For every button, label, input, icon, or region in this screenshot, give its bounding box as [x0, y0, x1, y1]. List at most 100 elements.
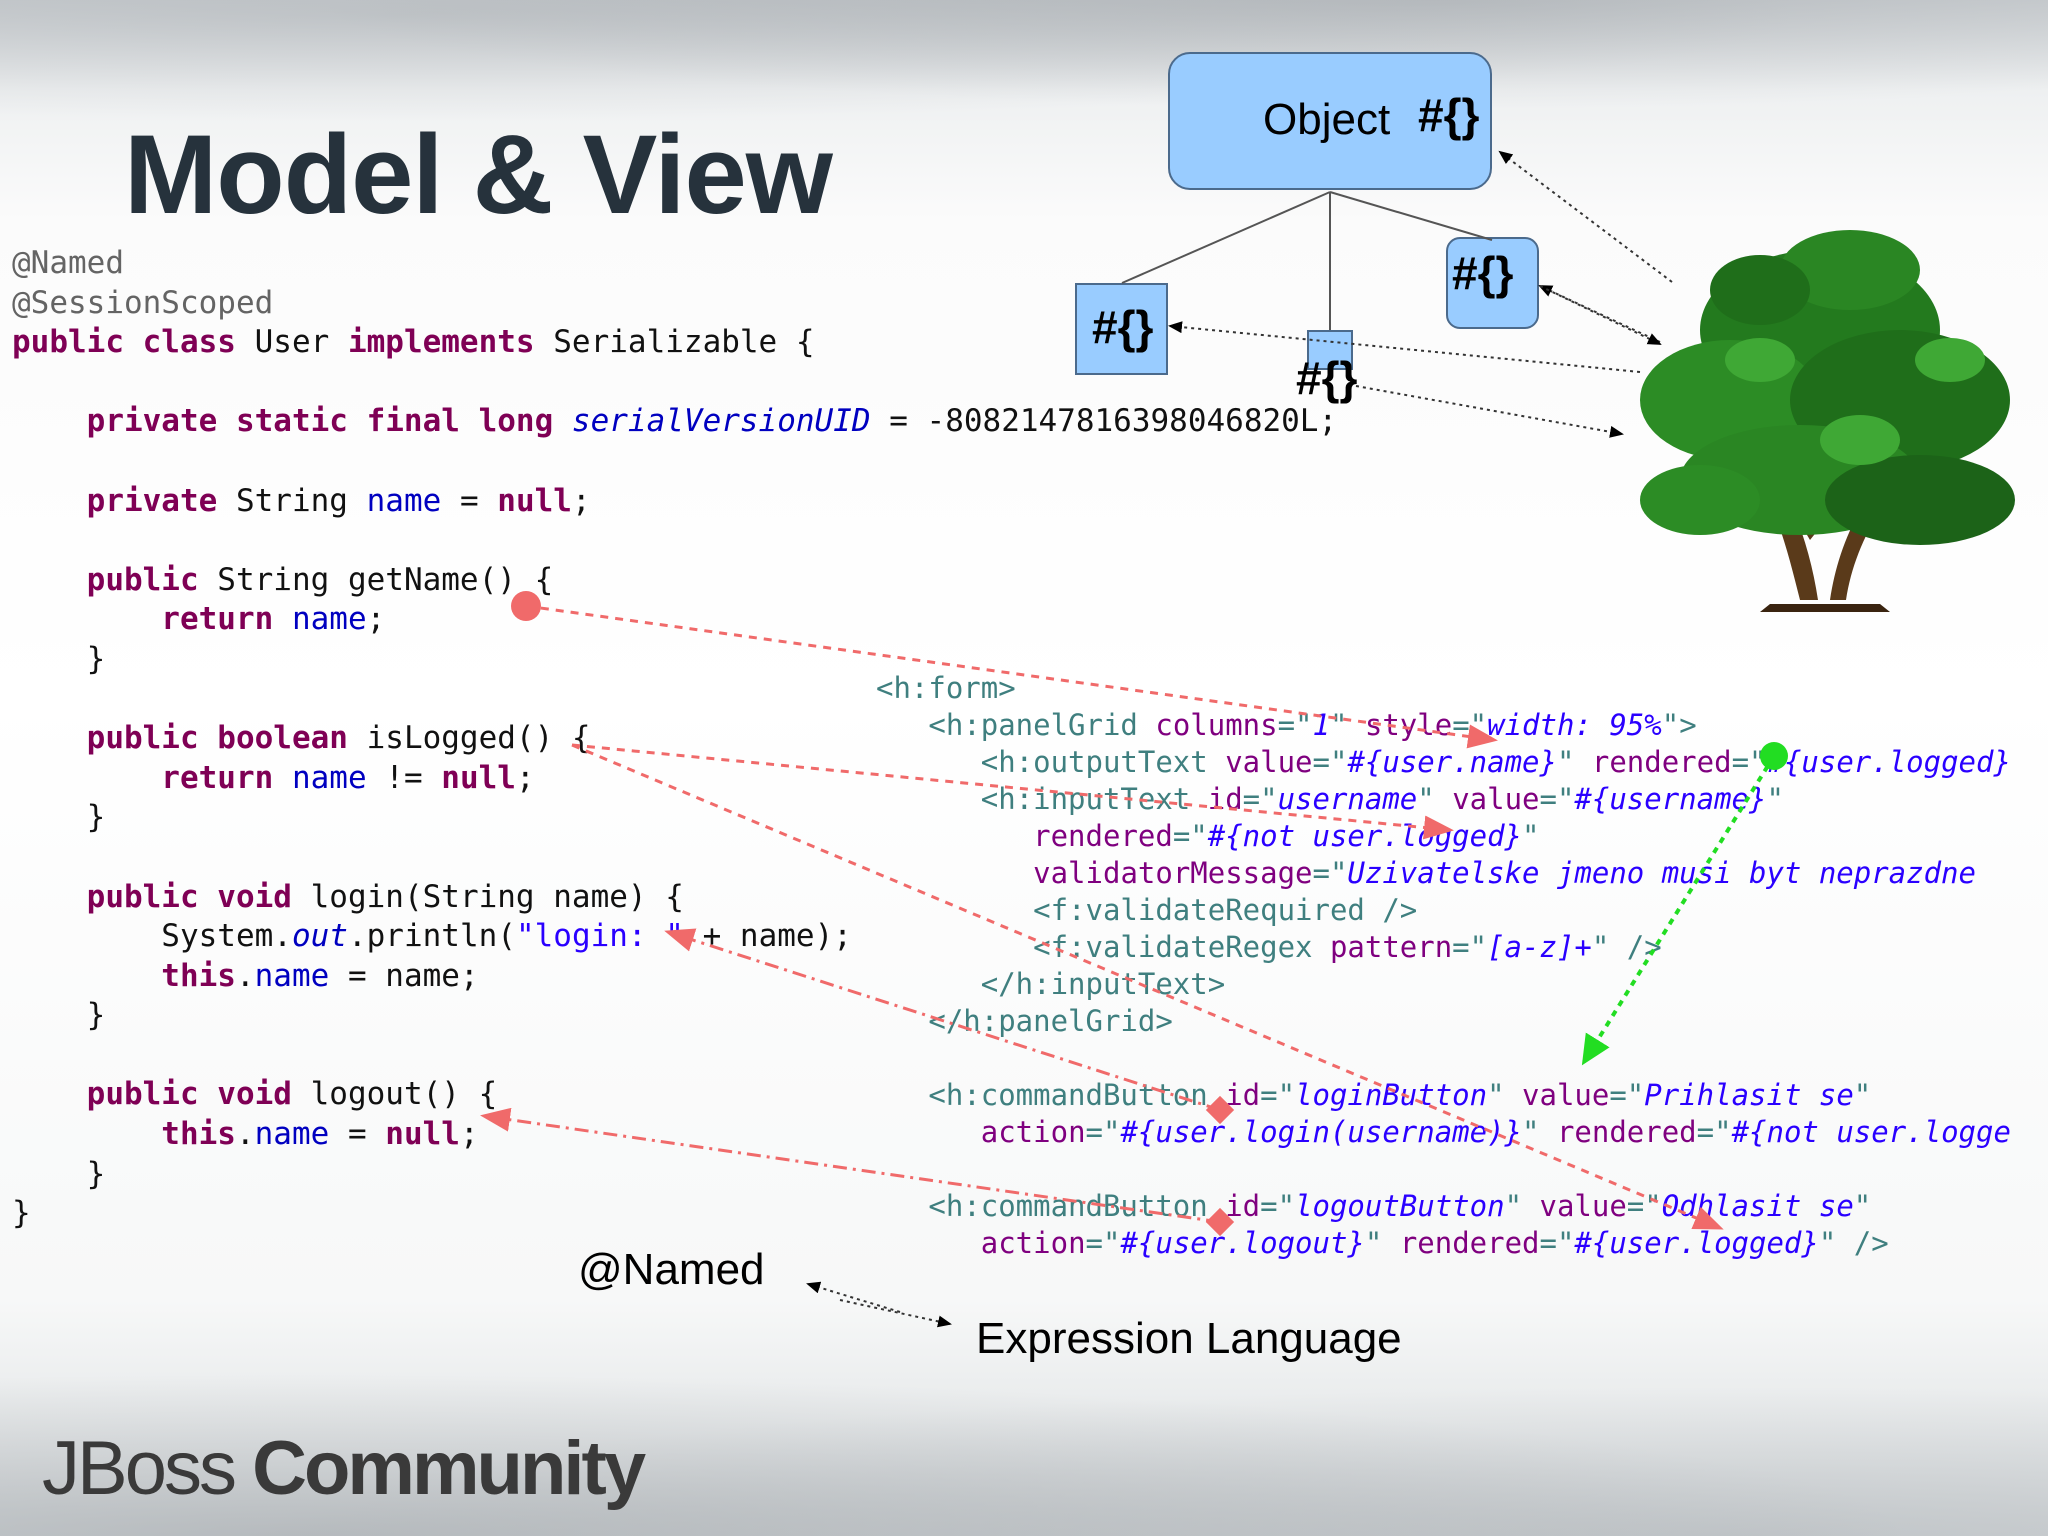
code-token: name — [254, 1116, 330, 1153]
code-token: <f:validateRequired /> — [876, 893, 1418, 927]
tree-icon — [1640, 230, 2015, 612]
code-line: } — [12, 1195, 31, 1232]
code-token: =" — [1696, 1115, 1732, 1149]
code-line: <h:commandButton id="loginButton" value=… — [876, 1077, 2011, 1114]
jsf-code-block: <h:form> <h:panelGrid columns="1" style=… — [876, 670, 2011, 1262]
code-token: out — [291, 918, 348, 955]
code-token: <h:form> — [876, 671, 1016, 705]
code-token: =" — [1609, 1078, 1645, 1112]
code-token: pattern — [1329, 930, 1453, 964]
code-token: =" — [1539, 1226, 1575, 1260]
object-el-symbol: #{} — [1418, 89, 1480, 141]
code-line: </h:panelGrid> — [876, 1003, 2011, 1040]
code-token: action — [980, 1226, 1086, 1260]
code-token: System. — [12, 918, 292, 955]
code-line: private static final long serialVersionU… — [12, 402, 1338, 442]
code-token: rendered — [1591, 745, 1732, 779]
code-token: logoutButton — [1295, 1189, 1505, 1223]
code-token: String — [217, 482, 367, 519]
code-token: [a-z]+ — [1487, 930, 1592, 964]
tree-connectors — [1121, 191, 1493, 330]
code-token: . — [235, 957, 255, 994]
green-arrow — [1581, 754, 1776, 1066]
code-token: <f:validateRegex — [876, 930, 1330, 964]
code-token: public void — [12, 1076, 292, 1113]
background-texture-top — [0, 0, 2048, 140]
code-line: } — [12, 640, 106, 677]
code-token: = — [441, 482, 498, 519]
code-token: value — [1539, 1189, 1627, 1223]
binding-arrows — [480, 604, 1724, 1230]
code-token: =" — [1260, 1078, 1296, 1112]
code-token: . — [235, 1116, 255, 1153]
code-line: this.name = null; — [12, 1115, 1337, 1155]
code-token: " — [1853, 1189, 1872, 1223]
code-token: rendered — [1399, 1226, 1540, 1260]
code-token: rendered — [1556, 1115, 1697, 1149]
code-token: private — [12, 482, 218, 519]
code-token: <h:outputText — [876, 745, 1226, 779]
code-token: " /> — [1591, 930, 1662, 964]
code-token: public void — [12, 878, 292, 915]
code-line: validatorMessage="Uzivatelske jmeno musi… — [876, 855, 2011, 892]
code-token: name — [291, 759, 367, 796]
code-line: action="#{user.login(username)}" rendere… — [876, 1114, 2011, 1151]
code-token: #{user.logout} — [1120, 1226, 1365, 1260]
code-token: id — [1207, 782, 1243, 816]
code-token: id — [1225, 1078, 1261, 1112]
code-token: =" — [1731, 745, 1767, 779]
code-token: = — [329, 1116, 386, 1153]
child-node-right — [1446, 237, 1539, 329]
background-texture-bottom — [0, 1360, 2048, 1536]
code-token: name — [254, 957, 330, 994]
code-token: Serializable { — [534, 324, 815, 361]
code-token: ; — [515, 759, 535, 796]
code-token: != — [366, 759, 442, 796]
code-token: name — [291, 601, 367, 638]
binding-endpoints — [511, 591, 1235, 1237]
java-code-block: @Named @SessionScoped public class User … — [12, 244, 1337, 1234]
code-token: #{username} — [1574, 782, 1767, 816]
child-node-middle — [1307, 330, 1353, 370]
code-token: =" — [1085, 1226, 1121, 1260]
code-line: rendered="#{not user.logged}" — [876, 818, 2011, 855]
code-line: action="#{user.logout}" rendered="#{user… — [876, 1225, 2011, 1262]
code-token: null — [441, 759, 516, 796]
code-token: #{not user.logged} — [1207, 819, 1523, 853]
code-line: public boolean isLogged() { — [12, 719, 1337, 759]
code-token: Uzivatelske jmeno musi byt neprazdne — [1347, 856, 1976, 890]
code-line: @Named — [12, 244, 1337, 284]
el-symbol-right: #{} — [1452, 247, 1514, 299]
slide-title: Model & View — [124, 112, 833, 237]
code-token: =" — [1172, 819, 1208, 853]
code-token: #{user.logged} — [1574, 1226, 1819, 1260]
code-line: private String name = null; — [12, 482, 1337, 522]
code-token: value — [1522, 1078, 1610, 1112]
code-line: public String getName() { — [12, 561, 1337, 601]
tree-arrows — [806, 150, 1673, 1328]
code-token: public class — [12, 324, 236, 361]
code-token: #{user.login(username)} — [1120, 1115, 1523, 1149]
code-line: <h:panelGrid columns="1" style="width: 9… — [876, 707, 2011, 744]
code-token: <h:commandButton — [876, 1189, 1226, 1223]
code-token: ; — [571, 482, 591, 519]
code-token: "> — [1661, 708, 1697, 742]
expression-language-label: Expression Language — [976, 1314, 1402, 1363]
code-token: " — [1766, 782, 1784, 816]
annotation-named: @Named — [12, 245, 124, 281]
code-line: public class User implements Serializabl… — [12, 323, 1337, 363]
code-token: value — [1452, 782, 1540, 816]
jboss-community-logo: JBoss Community — [42, 1425, 646, 1512]
code-token: rendered — [1033, 819, 1173, 853]
code-line: </h:inputText> — [876, 966, 2011, 1003]
code-token: id — [1225, 1189, 1261, 1223]
code-token: login(String name) { — [291, 878, 684, 915]
code-line: return name != null; — [12, 759, 1337, 799]
code-token: =" — [1085, 1115, 1121, 1149]
code-line: return name; — [12, 600, 1337, 640]
object-box — [1168, 52, 1492, 190]
code-token: implements — [347, 324, 535, 361]
code-token: this — [12, 1116, 236, 1153]
code-token: " — [1487, 1078, 1523, 1112]
code-token: =" — [1312, 745, 1348, 779]
